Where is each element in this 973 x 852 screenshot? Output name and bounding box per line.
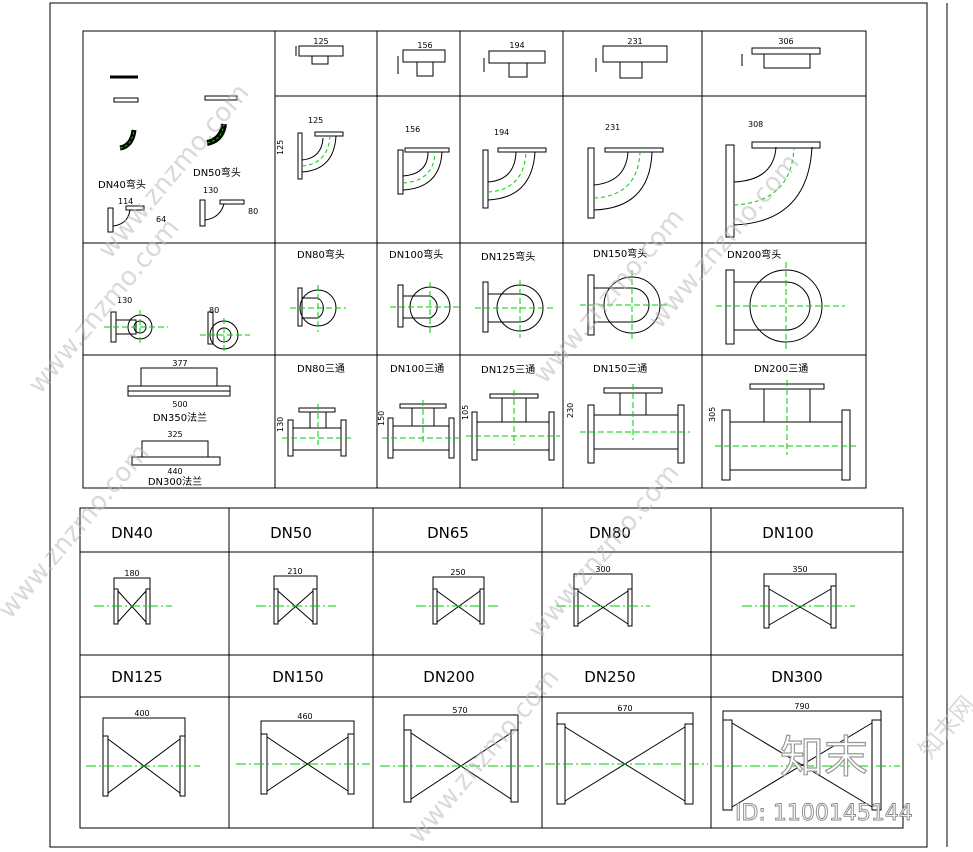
elbow-label: DN125弯头 <box>481 250 535 263</box>
elbow-label: DN80弯头 <box>297 248 345 261</box>
dim-label: 377 <box>172 359 187 368</box>
top-flange-dims: 125 156 194 231 306 <box>313 37 793 50</box>
valve-name: DN40 <box>111 524 153 542</box>
plan-labels: DN80弯头 DN100弯头 DN125弯头 DN150弯头 DN200弯头 1… <box>117 247 781 315</box>
elbow-dims: 125 125 156 194 231 308 <box>276 116 763 155</box>
valve-name: DN65 <box>427 524 469 542</box>
elbow-label: DN150弯头 <box>593 247 647 260</box>
dim-label: 305 <box>708 407 717 422</box>
dim-label: 130 <box>117 296 132 305</box>
small-elbow-views <box>107 75 245 233</box>
dim-label: 156 <box>405 125 420 134</box>
dim-label: 306 <box>778 37 793 46</box>
dim-label: 80 <box>209 306 219 315</box>
valve-name: DN80 <box>589 524 631 542</box>
valve-name: DN200 <box>423 668 474 686</box>
dim-label: 308 <box>748 120 763 129</box>
valve-name-row1: DN40 DN50 DN65 DN80 DN100 <box>111 524 814 542</box>
dim-label: 156 <box>417 41 432 50</box>
dim-label: 570 <box>452 706 467 715</box>
elbow-elevations <box>297 131 821 238</box>
plan-centerlines <box>104 262 845 352</box>
tee-label: DN80三通 <box>297 363 345 375</box>
dim-label: 250 <box>450 568 465 577</box>
dim-label: 230 <box>566 403 575 418</box>
valve-dims-row2: 400 460 570 670 790 <box>134 702 809 721</box>
elbow-label: DN50弯头 <box>193 166 241 179</box>
valve-dims-row1: 180 210 250 300 350 <box>124 565 807 578</box>
dim-label: 180 <box>124 569 139 578</box>
dim-label: 231 <box>627 37 642 46</box>
watermark-site: 知末网 <box>913 691 973 764</box>
valve-name: DN100 <box>762 524 813 542</box>
dim-label: 210 <box>287 567 302 576</box>
valve-symbols-row1 <box>113 573 837 629</box>
dim-label: 670 <box>617 704 632 713</box>
dim-label: 325 <box>167 430 182 439</box>
dim-label: 440 <box>167 467 182 476</box>
watermark-id: ID: 1100145144 <box>735 801 913 826</box>
dim-label: 231 <box>605 123 620 132</box>
dim-label: 130 <box>203 186 218 195</box>
valve-name: DN125 <box>111 668 162 686</box>
dim-label: 114 <box>118 197 133 206</box>
dim-label: 350 <box>792 565 807 574</box>
dim-label: 125 <box>313 37 328 46</box>
dim-label: 300 <box>595 565 610 574</box>
fittings-table <box>82 30 867 489</box>
flange-sections <box>127 367 231 466</box>
valve-name: DN250 <box>584 668 635 686</box>
flange-label: DN300法兰 <box>148 475 202 488</box>
elbow-centerlines <box>301 135 795 206</box>
dim-label: 125 <box>276 140 285 155</box>
tee-label: DN125三通 <box>481 364 535 376</box>
flange-label: DN350法兰 <box>153 411 207 424</box>
tee-drawings <box>287 383 851 481</box>
valve-name: DN150 <box>272 668 323 686</box>
top-flange-views <box>295 45 821 79</box>
sheet-border <box>49 2 928 848</box>
dim-label: 194 <box>494 128 509 137</box>
elbow-label: DN100弯头 <box>389 248 443 261</box>
valve-name: DN50 <box>270 524 312 542</box>
dim-label: 790 <box>794 702 809 711</box>
tee-label: DN150三通 <box>593 363 647 375</box>
dim-label: 460 <box>297 712 312 721</box>
tee-label: DN200三通 <box>754 363 808 375</box>
dim-label: 500 <box>172 400 187 409</box>
elbow-label: DN40弯头 <box>98 178 146 191</box>
dim-label: 64 <box>156 215 166 224</box>
valve-name-row2: DN125 DN150 DN200 DN250 DN300 <box>111 668 822 686</box>
dim-label: 150 <box>377 411 386 426</box>
valve-name: DN300 <box>771 668 822 686</box>
dim-label: 400 <box>134 709 149 718</box>
dim-label: 130 <box>276 417 285 432</box>
elbow-label: DN200弯头 <box>727 248 781 261</box>
dim-label: 80 <box>248 207 258 216</box>
small-elbow-labels: DN40弯头 DN50弯头 114 64 130 80 <box>98 166 258 224</box>
dim-label: 105 <box>461 405 470 420</box>
flange-labels: 377 500 DN350法兰 325 440 DN300法兰 <box>148 359 207 488</box>
valve-table <box>79 507 904 829</box>
dim-label: 125 <box>308 116 323 125</box>
valve-centerlines-row2 <box>86 763 900 767</box>
tee-labels: DN80三通 DN100三通 DN125三通 DN150三通 DN200三通 1… <box>276 363 808 432</box>
dim-label: 194 <box>509 41 524 50</box>
tee-label: DN100三通 <box>390 363 444 375</box>
watermark-url: www.znzmo.com <box>402 663 565 849</box>
watermark-url: www.znzmo.com <box>522 458 685 644</box>
watermark-brand: 知末 <box>780 732 868 783</box>
tee-centerlines <box>282 380 858 455</box>
